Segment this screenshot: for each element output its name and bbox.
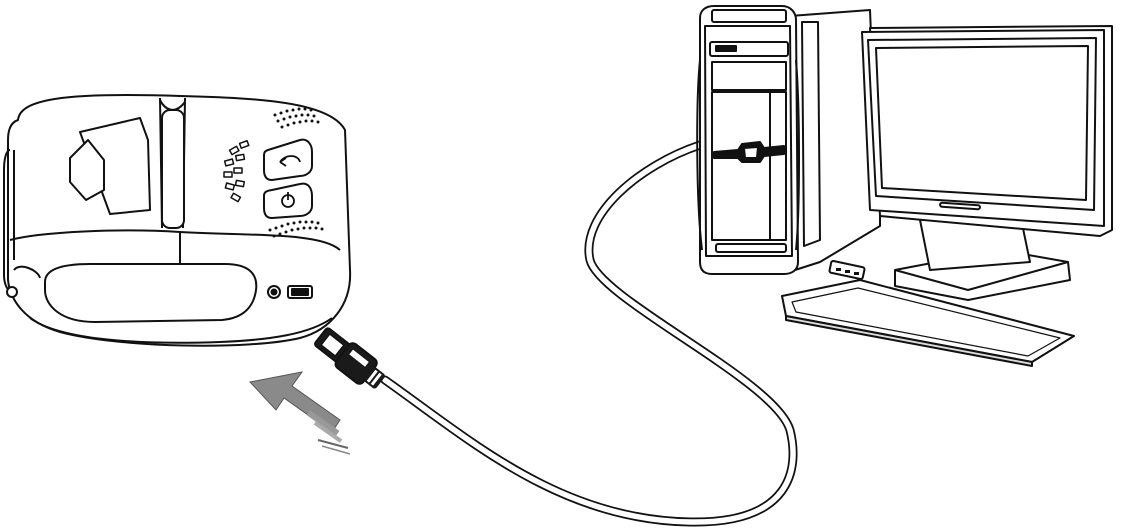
insert-arrow xyxy=(249,371,351,455)
power-button xyxy=(263,182,313,219)
keyboard-indicators xyxy=(828,259,866,281)
monitor xyxy=(861,25,1113,301)
vent-dots-top xyxy=(273,107,320,129)
keyboard xyxy=(781,259,1075,367)
vent-dots-bottom xyxy=(268,220,324,238)
mobile-printer xyxy=(3,94,352,347)
usb-cable xyxy=(380,140,798,527)
feed-button xyxy=(263,138,313,181)
usb-plug xyxy=(314,327,385,389)
pc-tower xyxy=(696,5,881,275)
led-indicators xyxy=(223,140,250,203)
